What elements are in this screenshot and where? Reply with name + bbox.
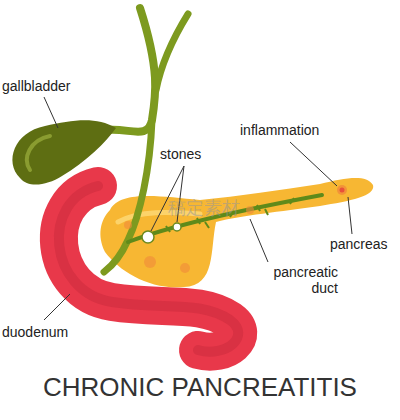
diagram-title: CHRONIC PANCREATITIS — [0, 372, 400, 403]
watermark: 稿定素材 — [168, 196, 240, 220]
part-label: inflammation — [240, 122, 319, 138]
part-label: stones — [160, 146, 201, 162]
part-label: duodenum — [2, 324, 68, 340]
part-label: pancreatic duct — [252, 264, 338, 296]
part-label: pancreas — [330, 236, 388, 252]
part-label: gallbladder — [2, 78, 71, 94]
